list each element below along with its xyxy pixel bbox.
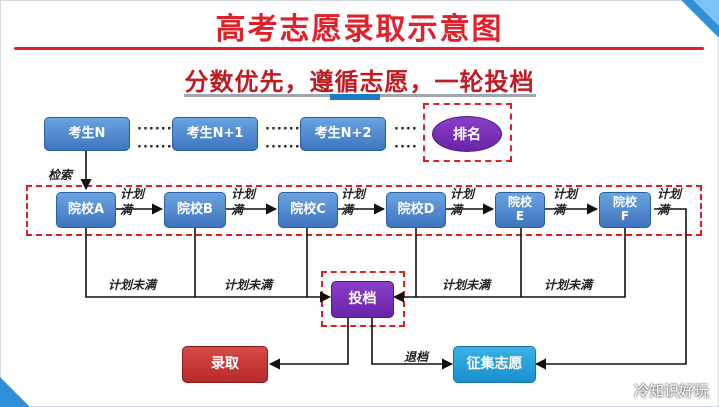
school-c-box: 院校C (278, 192, 338, 228)
candidate-n2-box: 考生N+2 (300, 117, 386, 151)
full-label-f: 计划满 (657, 186, 691, 218)
full-label-b-text: 计划满 (231, 187, 256, 218)
school-d-box: 院校D (386, 192, 446, 228)
candidate-n-box: 考生N (44, 117, 130, 151)
corner-decoration-top-right-inner (693, 0, 719, 26)
collect-box: 征集志愿 (453, 346, 536, 383)
page-title: 高考志愿录取示意图 (215, 12, 504, 47)
dispatch-box: 投档 (331, 281, 394, 318)
watermark-text: 冷知识好玩 (633, 382, 709, 400)
full-label-b: 计划满 (231, 186, 265, 218)
ellipsis-3: ······· (265, 122, 307, 137)
ellipsis-5: ···· (394, 122, 418, 137)
full-label-d-text: 计划满 (450, 187, 475, 218)
admit-box: 录取 (182, 346, 268, 383)
full-label-a: 计划满 (120, 186, 154, 218)
school-e-box: 院校 E (495, 192, 545, 228)
not-full-label-3: 计划未满 (442, 278, 491, 292)
title-underline (14, 47, 704, 50)
rank-dashed-frame (423, 103, 512, 162)
subtitle-underline-accent (330, 94, 380, 100)
corner-decoration-bottom-left (0, 377, 30, 407)
full-label-e: 计划满 (553, 186, 587, 218)
search-label: 检索 (48, 168, 73, 182)
ellipsis-1: ······· (137, 122, 179, 137)
not-full-label-4: 计划未满 (544, 278, 593, 292)
full-label-a-text: 计划满 (120, 187, 145, 218)
full-label-f-text: 计划满 (657, 187, 682, 218)
full-label-d: 计划满 (450, 186, 484, 218)
full-label-c: 计划满 (341, 186, 375, 218)
candidate-n1-box: 考生N+1 (172, 117, 258, 151)
school-f-box: 院校 F (599, 192, 651, 228)
ellipsis-4: ······· (265, 140, 307, 155)
page-subtitle: 分数优先，遵循志愿，一轮投档 (184, 68, 535, 96)
full-label-e-text: 计划满 (553, 187, 578, 218)
not-full-label-1: 计划未满 (108, 278, 157, 292)
full-label-c-text: 计划满 (341, 187, 366, 218)
return-label: 退档 (404, 350, 429, 364)
not-full-label-2: 计划未满 (224, 278, 273, 292)
ellipsis-6: ···· (394, 140, 418, 155)
school-b-box: 院校B (164, 192, 226, 228)
school-a-box: 院校A (56, 192, 116, 228)
rank-ellipse: 排名 (432, 116, 502, 152)
schools-dashed-frame (26, 185, 702, 236)
ellipsis-2: ······· (137, 140, 179, 155)
